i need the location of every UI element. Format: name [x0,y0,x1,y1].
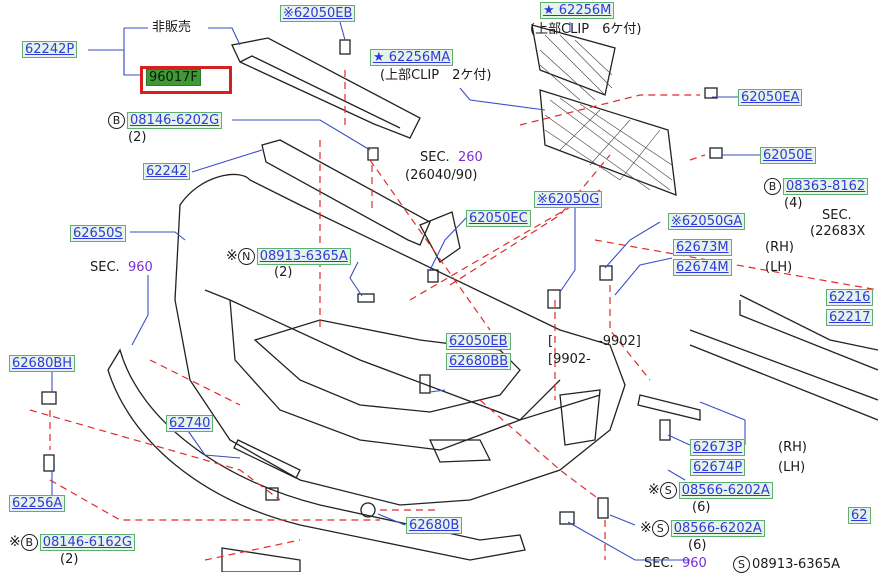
section-960-b[interactable]: SEC. 960 [644,556,707,571]
part-62650S[interactable]: 62650S [70,225,126,242]
grille-opening [253,319,521,413]
section-260-sub: (26040/90) [405,168,478,183]
part-96017F[interactable]: 96017F [146,69,201,86]
circle-b-icon: B [764,178,781,195]
part-62-cut[interactable]: 62 [848,507,871,524]
lower-lip [107,348,526,561]
rh-2: (RH) [778,440,807,455]
qty-4: (4) [784,196,803,211]
main-grille [539,89,677,196]
highlight-box [140,66,232,94]
qty-2-c: (2) [60,552,79,567]
kome-mark-icon: ※ [226,248,238,264]
circle-n-icon: N [237,248,255,265]
kome-mark-icon: ※ [648,482,660,498]
part-62050E[interactable]: 62050E [760,147,816,164]
part-62740[interactable]: 62740 [166,415,214,432]
circle-b-icon: B [20,534,38,551]
qty-2-b: (2) [274,265,293,280]
part-62216[interactable]: 62216 [826,289,874,306]
leader-lines [51,21,821,561]
circle-s-icon: S [659,482,677,499]
part-62050EA[interactable]: 62050EA [738,89,803,106]
qty-6-a: (6) [692,500,711,515]
circle-s-icon: S [651,520,669,537]
date-range-from-9902: [9902- [548,352,591,367]
section-960[interactable]: SEC. 960 [90,260,153,275]
section-cut: SEC. [822,208,852,223]
part-62680BB[interactable]: 62680BB [446,353,512,370]
grille-mesh [539,34,673,191]
part-62256MA[interactable]: ★ 62256MA [370,49,454,66]
lh-2: (LH) [778,460,806,475]
clip-note-6: (上部CLIP 6ケ付) [530,22,642,37]
part-62674P[interactable]: 62674P [690,459,746,476]
date-range-to-9902: -9902] [598,334,641,349]
lh-1: (LH) [765,260,793,275]
part-62050EC[interactable]: 62050EC [466,210,531,227]
rh-1: (RH) [765,240,794,255]
circle-b-icon: B [108,112,125,129]
qty-6-b: (6) [688,538,707,553]
part-62217[interactable]: 62217 [826,309,874,326]
part-62680B[interactable]: 62680B [406,517,463,534]
part-62050GA[interactable]: ※62050GA [668,213,746,230]
part-62242[interactable]: 62242 [143,163,191,180]
part-62674M[interactable]: 62674M [673,259,732,276]
section-260[interactable]: SEC. 260 [420,150,483,165]
bumper-fascia [174,173,626,506]
bumper-linework [41,24,878,572]
part-62673M[interactable]: 62673M [673,239,732,256]
part-62680BH[interactable]: 62680BH [9,355,76,372]
part-62256A[interactable]: 62256A [9,495,66,512]
part-62050EB-top[interactable]: ※62050EB [280,5,356,22]
part-62050G[interactable]: ※62050G [534,191,603,208]
circle-s-icon: S [733,556,750,573]
part-62050EB-mid[interactable]: 62050EB [446,333,511,350]
section-cut-sub: (22683X [810,224,866,239]
date-bracket-open: [ [548,334,554,349]
part-62256M[interactable]: ★ 62256M [540,2,615,19]
upper-member [261,139,431,246]
clip-note-2: (上部CLIP 2ケ付) [380,68,492,83]
label-not-for-sale: 非販売 [152,20,192,35]
kome-mark-icon: ※ [9,534,21,550]
kome-mark-icon: ※ [640,520,652,536]
qty-2-a: (2) [128,130,147,145]
part-62242P[interactable]: 62242P [22,41,78,58]
part-62673P[interactable]: 62673P [690,439,746,456]
